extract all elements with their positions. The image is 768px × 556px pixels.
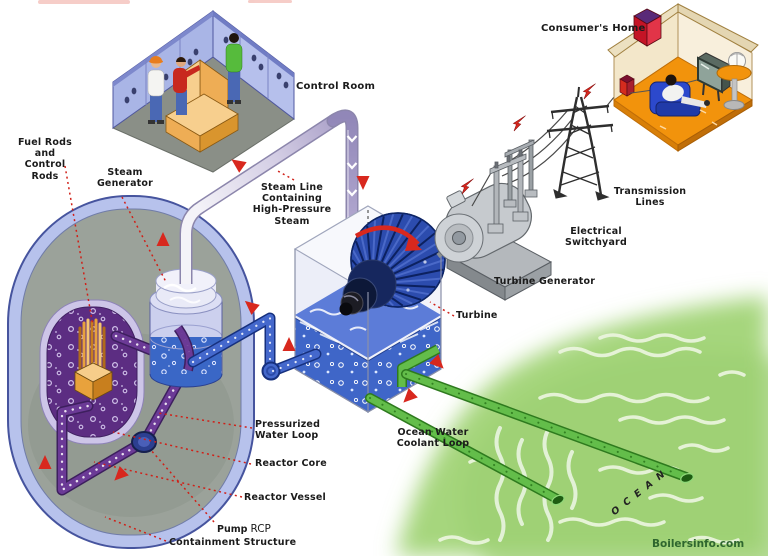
label-ocean-water-coolant-loop: Ocean Water Coolant Loop <box>396 427 470 450</box>
feedwater-pipe <box>187 312 322 381</box>
label-steam-line: Steam Line Containing High-Pressure Stea… <box>252 182 332 227</box>
ocean-coolant-pipes <box>365 369 694 506</box>
ocean <box>396 296 768 556</box>
label-fuel-rods: Fuel Rods and Control Rods <box>18 137 72 182</box>
box-edges <box>294 249 442 413</box>
electrical-switchyard <box>487 139 538 234</box>
ocean-seaweed-waves <box>494 426 578 542</box>
control-room <box>111 9 295 173</box>
consumers-home <box>607 3 759 152</box>
chimney <box>633 8 662 47</box>
operator-green-shirt <box>225 33 243 104</box>
label-rcp: RCP <box>250 523 271 535</box>
label-turbine-generator: Turbine Generator <box>494 276 596 287</box>
fuel-rod-base <box>74 362 113 401</box>
steam-generator <box>149 268 223 388</box>
label-turbine: Turbine <box>456 310 498 321</box>
steam-line <box>179 109 359 284</box>
sofa-person <box>649 74 710 117</box>
leader-lines <box>64 165 455 542</box>
turbine <box>339 212 446 316</box>
label-reactor-vessel: Reactor Vessel <box>244 492 326 503</box>
watermark: Boilersinfo.com <box>652 538 745 550</box>
scan-artifacts <box>38 0 292 4</box>
label-pressurized-water-loop: Pressurized Water Loop <box>255 419 321 442</box>
fuel-rods <box>74 318 113 401</box>
label-steam-generator: Steam Generator <box>96 167 154 190</box>
label-containment-structure: Containment Structure <box>169 537 297 548</box>
label-control-room: Control Room <box>296 81 376 92</box>
turbine-rotation-arrow <box>354 225 420 246</box>
floor-lamp-table <box>716 52 752 110</box>
label-consumers-home: Consumer's Home <box>541 23 646 34</box>
label-pump: Pump <box>217 524 248 535</box>
label-reactor-core: Reactor Core <box>255 458 327 469</box>
operator-red-shirt <box>173 57 200 115</box>
operator-white-shirt <box>147 56 165 124</box>
label-transmission-lines: Transmission Lines <box>613 186 687 209</box>
transmission-tower <box>546 86 614 201</box>
service-box <box>619 74 635 97</box>
electricity-bolts <box>458 80 596 197</box>
label-electrical-switchyard: Electrical Switchyard <box>565 226 627 249</box>
